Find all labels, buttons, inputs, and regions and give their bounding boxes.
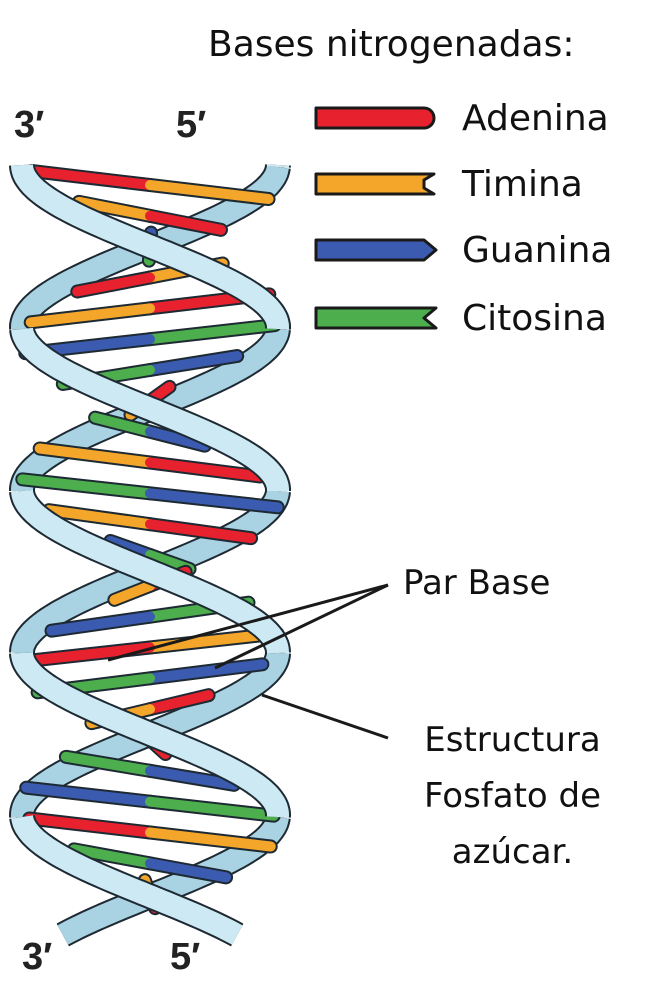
base-pair-21-right [145,827,276,852]
legend-label-timina: Timina [462,164,583,205]
base-pair-5-left [145,320,280,345]
legend-swatch-timina [314,172,436,196]
sugar-phosphate-backbone-label: Estructura Fosfato de azúcar. [395,712,630,880]
top-right-end-label: 5′ [176,104,207,146]
base-pair-22-right [145,858,232,883]
base-pair-10-right [145,488,283,513]
base-pair-1-right [145,210,227,235]
base-pair-9-right [145,457,266,482]
legend-label-adenina: Adenina [462,98,609,139]
backbone-pointer [261,693,389,740]
legend-swatches [314,106,438,330]
bottom-right-end-label: 5′ [170,936,201,978]
base-pair-pointer-1 [107,583,389,662]
legend-label-citosina: Citosina [462,298,607,339]
strand-2-ribbon-4 [11,652,290,818]
front-strand [9,164,292,947]
strand-1-ribbon-4 [11,815,243,945]
base-pair-19-right [145,765,240,790]
base-pair-11-right [145,519,257,544]
base-pair-0-right [145,180,274,204]
legend-title: Bases nitrogenadas: [208,24,575,65]
legend-swatch-guanina [314,238,438,262]
bottom-left-end-label: 3′ [22,936,53,978]
base-pair-9-left [34,443,155,468]
base-pair-22-left [68,844,155,869]
base-pair-0-left [26,166,155,190]
legend-swatch-adenina [314,106,436,130]
base-pair-1-left [73,196,155,221]
base-pair-20-right [145,796,279,821]
strand-2-ribbon-2 [11,327,289,491]
base-pair-13-right [109,580,155,605]
base-pair-3-right [72,272,155,297]
base-pair-10-left [17,474,155,499]
base-pair-pointer-2 [214,583,389,670]
backbone-label-line-1: Estructura [424,720,601,760]
base-pair-16-left [145,659,268,684]
strand-1-ribbon-2 [11,489,289,654]
base-pair-label: Par Base [403,563,551,603]
base-pair-8-left [90,412,155,437]
base-pair-15-right [17,642,155,667]
backbone-label-line-3: azúcar. [451,832,574,872]
base-pair-8-right [145,426,210,451]
top-left-end-label: 3′ [14,104,45,146]
base-pair-11-left [43,505,155,530]
backbone-label-line-2: Fosfato de [423,776,602,816]
callout-lines [107,583,389,740]
base-pair-20-left [21,782,155,807]
base-pair-6-left [145,351,243,375]
base-pair-12-left [105,536,155,560]
base-pair-21-left [24,813,155,838]
strand-1-ribbon-0 [11,164,290,330]
legend-swatch-citosina [314,306,438,330]
legend-label-guanina: Guanina [462,230,613,271]
base-pair-4-right [25,303,155,328]
base-pair-19-left [60,751,155,776]
base-pair-14-right [46,611,155,636]
base-pair-17-left [145,690,214,715]
